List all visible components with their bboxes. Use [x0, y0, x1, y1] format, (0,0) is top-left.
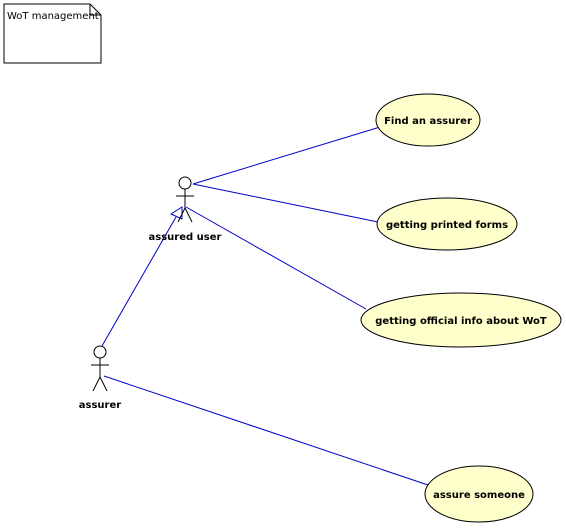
use-case-ellipse — [424, 465, 534, 523]
actor-right-leg — [99, 376, 108, 392]
use-case-ellipse — [375, 93, 481, 147]
use-case-official-info[interactable]: getting official info about WoT — [360, 292, 562, 348]
note-shape — [3, 3, 102, 64]
actor-label-assured-user: assured user — [149, 232, 222, 243]
actor-head — [93, 345, 107, 359]
generalization-assurer-assured-user[interactable] — [101, 216, 177, 347]
note-fold — [89, 4, 101, 16]
actor-head — [178, 176, 192, 190]
actor-assured-user[interactable] — [176, 176, 194, 223]
association-assured-user-find-assurer[interactable] — [192, 126, 381, 185]
actor-label-assurer: assurer — [79, 400, 121, 411]
use-case-assure-someone[interactable]: assure someone — [424, 465, 534, 523]
association-assurer-assure-someone[interactable] — [103, 375, 429, 486]
use-case-label: assure someone — [433, 490, 525, 501]
association-assured-user-official-info[interactable] — [185, 206, 367, 310]
use-case-label: getting official info about WoT — [375, 316, 547, 327]
actor-assurer[interactable] — [91, 345, 109, 392]
actor-right-leg — [184, 207, 193, 223]
use-case-ellipse — [360, 292, 562, 348]
association-assured-user-printed-forms[interactable] — [192, 183, 379, 223]
use-case-printed-forms[interactable]: getting printed forms — [376, 197, 518, 251]
actor-left-leg — [177, 207, 186, 223]
actor-left-leg — [92, 376, 101, 392]
use-case-label: Find an assurer — [384, 116, 472, 127]
use-case-find-assurer[interactable]: Find an assurer — [375, 93, 481, 147]
use-case-ellipse — [376, 197, 518, 251]
note-text: WoT management — [7, 11, 99, 22]
use-case-label: getting printed forms — [386, 220, 508, 231]
note[interactable]: WoT management — [3, 3, 102, 64]
associations — [101, 126, 429, 486]
